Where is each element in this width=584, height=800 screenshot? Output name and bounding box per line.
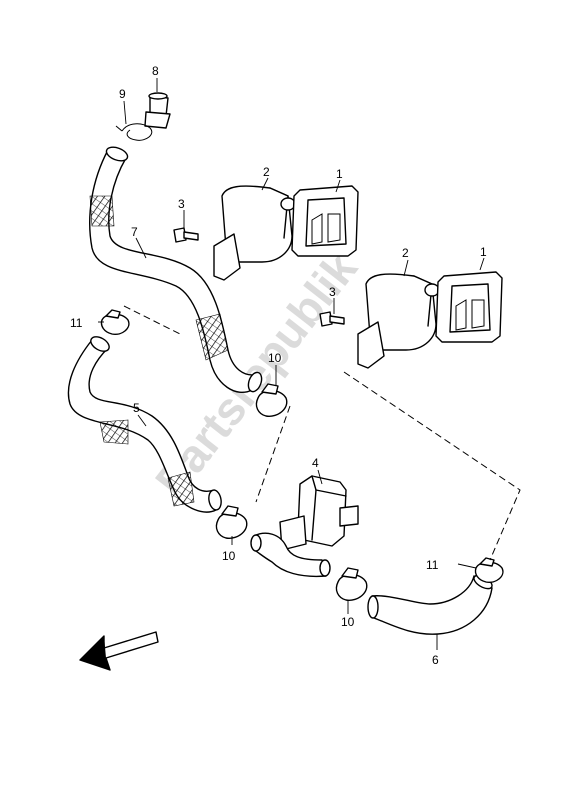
callout-9: 9 bbox=[119, 87, 126, 101]
clamp-11-upper bbox=[100, 309, 130, 335]
callout-10-middle: 10 bbox=[222, 549, 236, 563]
part-7-hose bbox=[89, 146, 263, 394]
callout-5: 5 bbox=[133, 401, 140, 415]
part-2-cover-upper bbox=[213, 185, 296, 281]
part-2-cover-lower bbox=[357, 273, 440, 369]
callout-3-upper: 3 bbox=[178, 197, 185, 211]
clamp-10-upper bbox=[255, 383, 288, 417]
callout-3-lower: 3 bbox=[329, 285, 336, 299]
clamp-10-lower bbox=[335, 567, 368, 601]
callout-10-upper: 10 bbox=[268, 351, 282, 365]
callout-11-lower: 11 bbox=[426, 558, 439, 572]
front-direction-arrow-icon bbox=[79, 631, 159, 671]
callout-4: 4 bbox=[312, 456, 319, 470]
callout-10-lower: 10 bbox=[341, 615, 355, 629]
callout-1-upper: 1 bbox=[336, 167, 343, 181]
part-3-bolt-lower bbox=[319, 311, 345, 327]
callout-7: 7 bbox=[131, 225, 138, 239]
part-5-hose bbox=[67, 336, 222, 513]
leader-lines bbox=[98, 78, 485, 650]
part-3-bolt-upper bbox=[173, 227, 199, 243]
callout-1-lower: 1 bbox=[480, 245, 487, 259]
callout-labels: 8 9 7 2 1 3 2 1 3 11 10 5 4 10 11 10 6 bbox=[70, 64, 487, 667]
part-9-clip bbox=[115, 123, 153, 141]
clamp-10-middle bbox=[215, 505, 248, 539]
clamp-11-lower bbox=[474, 557, 504, 583]
callout-11-upper: 11 bbox=[70, 316, 83, 330]
part-1-reed-upper bbox=[291, 185, 359, 257]
part-4-control-valve bbox=[250, 475, 359, 578]
callout-6: 6 bbox=[432, 653, 439, 667]
part-6-hose bbox=[367, 574, 493, 635]
part-8-fitting bbox=[144, 92, 171, 129]
callout-2-lower: 2 bbox=[402, 246, 409, 260]
part-1-reed-lower bbox=[435, 271, 503, 343]
callout-8: 8 bbox=[152, 64, 159, 78]
callout-2-upper: 2 bbox=[263, 165, 270, 179]
connection-lines bbox=[123, 305, 521, 561]
